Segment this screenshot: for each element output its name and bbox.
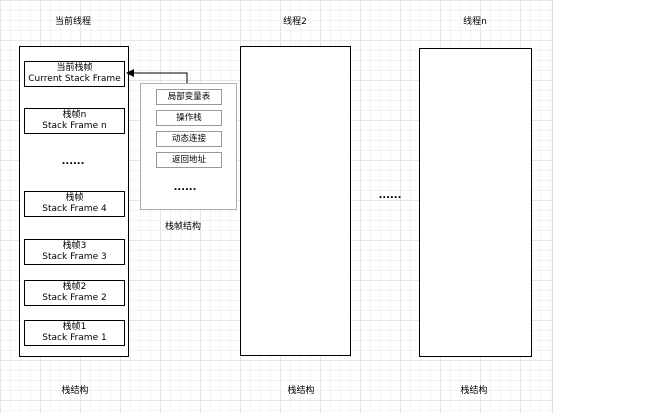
structure-ellipsis: ...... — [173, 182, 197, 193]
stack-caption-2: 栈结构 — [287, 386, 315, 396]
diagram-canvas: 当前线程 线程2 线程n 当前栈帧 Current Stack Frame 栈帧… — [0, 0, 553, 413]
operand-stack: 操作栈 — [156, 110, 222, 126]
connector-line — [126, 69, 188, 83]
frame-label-en: Stack Frame 1 — [42, 333, 107, 343]
thread-n-stack — [419, 48, 532, 357]
stack-frame-n: 栈帧n Stack Frame n — [24, 108, 125, 134]
frame-label-en: Stack Frame 2 — [42, 293, 107, 303]
frame-label-cn: 栈帧 — [65, 193, 84, 203]
frame-label-en: Stack Frame 4 — [42, 204, 107, 214]
return-address: 返回地址 — [156, 152, 222, 168]
stack-frame-1: 栈帧1 Stack Frame 1 — [24, 320, 125, 346]
frame-label-en: Stack Frame 3 — [42, 252, 107, 262]
thread-2-stack — [240, 46, 351, 356]
thread-title-current: 当前线程 — [54, 17, 92, 27]
stack-frame-4: 栈帧 Stack Frame 4 — [24, 191, 125, 217]
stack-caption-n: 栈结构 — [460, 386, 488, 396]
frame-structure-panel: 局部变量表 操作栈 动态连接 返回地址 ...... — [140, 83, 237, 210]
stack-frame-3: 栈帧3 Stack Frame 3 — [24, 239, 125, 265]
frame-label-cn: 栈帧2 — [62, 282, 87, 292]
frame-structure-caption: 栈帧结构 — [164, 222, 202, 232]
thread-title-2: 线程2 — [283, 17, 307, 27]
stack-frame-current: 当前栈帧 Current Stack Frame — [24, 61, 125, 87]
threads-ellipsis: ...... — [378, 190, 402, 201]
dynamic-linking: 动态连接 — [156, 131, 222, 147]
frames-ellipsis: ...... — [61, 156, 85, 167]
frame-label-en: Current Stack Frame — [28, 74, 121, 84]
stack-frame-2: 栈帧2 Stack Frame 2 — [24, 280, 125, 306]
stack-caption-current: 栈结构 — [61, 386, 89, 396]
local-variable-table: 局部变量表 — [156, 89, 222, 105]
frame-label-cn: 栈帧1 — [62, 322, 87, 332]
frame-label-en: Stack Frame n — [42, 121, 107, 131]
frame-label-cn: 栈帧n — [62, 110, 87, 120]
frame-label-cn: 栈帧3 — [62, 241, 87, 251]
thread-title-n: 线程n — [463, 17, 487, 27]
frame-label-cn: 当前栈帧 — [56, 63, 93, 73]
